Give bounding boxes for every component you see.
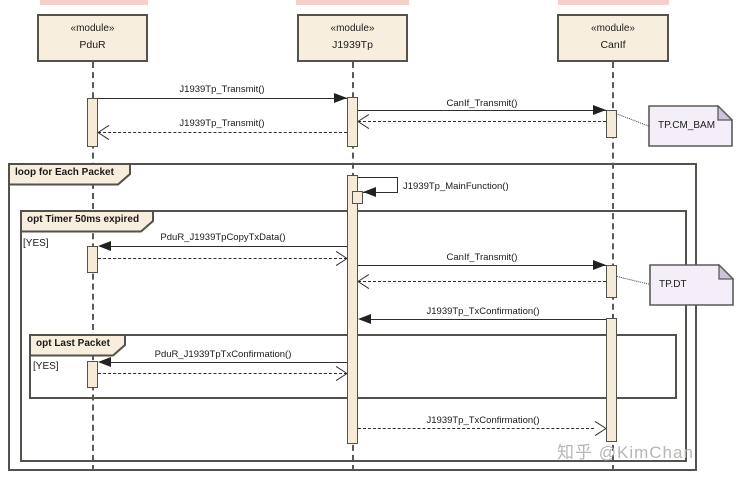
filled-arrowhead-icon: [593, 260, 606, 270]
artifact-mark: [40, 0, 148, 5]
activation-j1939tp-1: [347, 97, 358, 147]
module-stereotype: «module»: [70, 23, 115, 34]
open-arrowhead-icon: [594, 422, 606, 435]
fragment-operator-label: loop for Each Packet: [15, 167, 114, 178]
message-label: J1939Tp_Transmit(): [179, 118, 265, 129]
open-arrowhead-icon: [358, 275, 370, 288]
filled-arrowhead-icon: [363, 187, 376, 197]
message-label: J1939Tp_TxConfirmation(): [426, 415, 540, 426]
open-arrowhead-icon: [335, 367, 347, 380]
return-line: [358, 121, 606, 122]
note-shape: [648, 104, 734, 147]
open-arrowhead-icon: [358, 115, 370, 128]
fragment-tab-shape: [20, 210, 154, 233]
fragment-opt-timer-tab: opt Timer 50ms expired: [20, 210, 155, 238]
fragment-loop: [8, 163, 697, 471]
message-line: [111, 246, 347, 247]
artifact-mark: [296, 0, 409, 5]
filled-arrowhead-icon: [98, 357, 111, 367]
fragment-opt-last-tab: opt Last Packet: [29, 334, 127, 362]
message-line: [111, 362, 347, 363]
message-label: J1939Tp_MainFunction(): [403, 181, 509, 192]
module-name: CanIf: [600, 39, 626, 51]
note-tp-cm-bam: TP.CM_BAM: [648, 104, 734, 152]
return-line: [98, 258, 347, 259]
message-line: [358, 110, 606, 111]
activation-j1939tp-self: [352, 191, 363, 204]
filled-arrowhead-icon: [358, 314, 371, 324]
fragment-tab-shape: [8, 163, 131, 186]
activation-canif-2: [606, 265, 617, 298]
activation-pdur-2: [87, 246, 98, 273]
fragment-tab-shape: [29, 334, 126, 357]
activation-j1939tp-2: [347, 175, 358, 444]
message-line: [98, 98, 347, 99]
message-line: [358, 265, 606, 266]
artifact-mark: [558, 0, 669, 5]
guard-yes: [YES]: [33, 361, 59, 372]
note-tp-dt: TP.DT: [649, 263, 735, 311]
activation-canif-1: [606, 110, 617, 138]
note-text: TP.CM_BAM: [658, 120, 716, 131]
return-line: [98, 373, 347, 374]
message-label: CanIf_Transmit(): [446, 252, 518, 263]
message-label: PduR_J1939TpTxConfirmation(): [154, 349, 292, 360]
module-box-canif: «module» CanIf: [557, 14, 669, 62]
guard-yes: [YES]: [23, 238, 49, 249]
filled-arrowhead-icon: [98, 241, 111, 251]
note-connector: [615, 113, 649, 127]
activation-pdur-1: [87, 98, 98, 147]
return-line: [358, 281, 606, 282]
note-shape: [649, 263, 735, 306]
open-arrowhead-icon: [335, 252, 347, 265]
module-box-pdur: «module» PduR: [37, 14, 148, 62]
module-stereotype: «module»: [330, 23, 375, 34]
filled-arrowhead-icon: [334, 93, 347, 103]
message-label: CanIf_Transmit(): [446, 98, 518, 109]
filled-arrowhead-icon: [593, 105, 606, 115]
message-line: [358, 428, 594, 429]
watermark: 知乎 @KimChan: [557, 443, 694, 462]
module-box-j1939tp: «module» J1939Tp: [297, 14, 408, 62]
fragment-operator-label: opt Last Packet: [36, 338, 110, 349]
self-message-line: [363, 192, 398, 193]
note-text: TP.DT: [659, 279, 687, 290]
message-label: J1939Tp_Transmit(): [179, 84, 265, 95]
module-name: PduR: [79, 39, 106, 51]
message-label: J1939Tp_TxConfirmation(): [426, 306, 540, 317]
module-stereotype: «module»: [591, 23, 635, 34]
self-message-line: [358, 177, 398, 178]
message-label: PduR_J1939TpCopyTxData(): [160, 232, 286, 243]
self-message-line: [397, 177, 398, 193]
message-line: [371, 319, 606, 320]
fragment-operator-label: opt Timer 50ms expired: [27, 214, 140, 225]
activation-pdur-3: [87, 361, 98, 388]
return-line: [98, 132, 347, 133]
open-arrowhead-icon: [98, 126, 110, 139]
fragment-loop-tab: loop for Each Packet: [8, 163, 132, 191]
module-name: J1939Tp: [332, 39, 373, 51]
activation-canif-3: [606, 318, 617, 442]
